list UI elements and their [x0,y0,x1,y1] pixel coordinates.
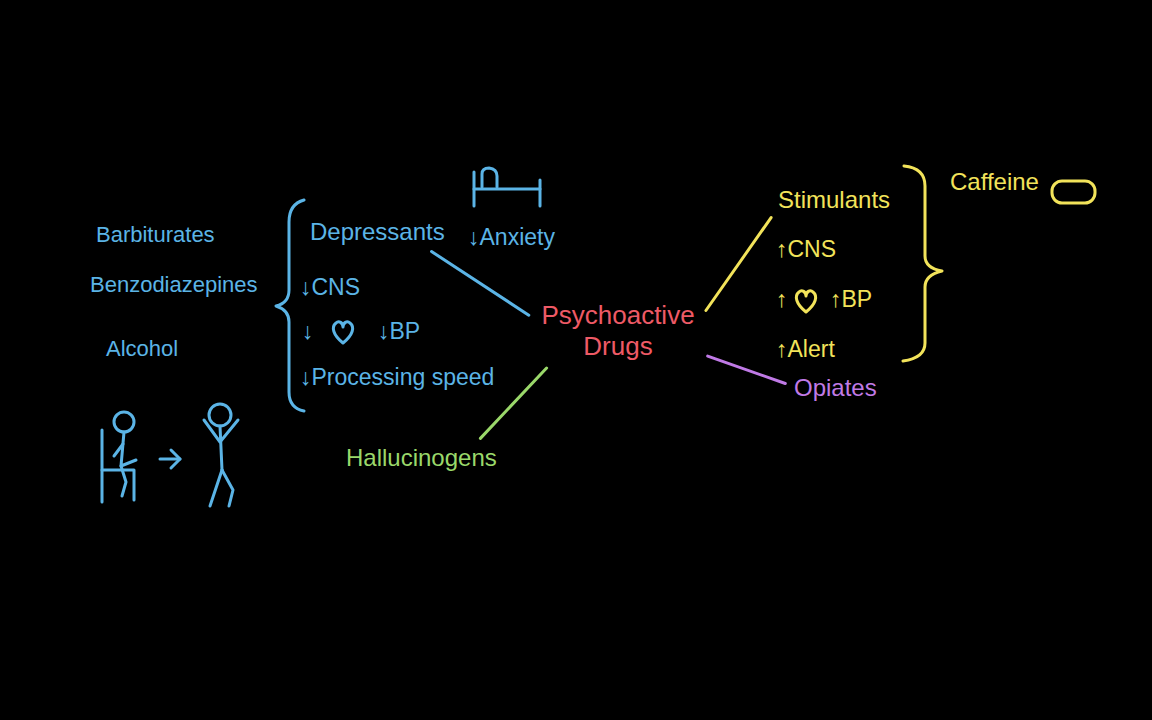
figure-head [114,412,134,432]
node-text: Opiates [794,374,877,403]
figure-leg [121,466,126,496]
bed-frame [474,188,540,191]
category-label: Stimulants [774,184,894,217]
effect-label: ↓Anxiety [468,224,555,252]
curly-bracket [903,166,942,361]
effect-label: ↓Processing speed [300,364,494,392]
bed-pillow [482,168,497,187]
effect-label: ↑CNS [776,236,836,264]
node-text: Depressants [310,218,445,247]
example-label: Benzodiazepines [90,272,258,298]
effect-label: ↑BP [830,286,872,314]
coffee-icon [1052,181,1095,203]
bed-post [539,180,542,206]
heart-symbol [796,291,815,312]
category-label: Hallucinogens [342,442,501,475]
chair-seat [102,470,134,500]
effect-arrow: ↓ [302,318,314,346]
figure-leg [222,470,233,506]
figure-body [121,432,136,466]
sitting-figure [102,412,136,502]
chair-back [101,430,104,502]
figure-leg [210,470,222,506]
connector-line [432,252,529,316]
change-arrow [160,450,180,468]
bed-icon [474,168,540,206]
topic-label: Psychoactive Drugs [533,298,703,364]
figure-body [220,426,222,470]
effect-label: ↓BP [378,318,420,346]
heart-symbol [333,322,352,343]
category-label: Opiates [790,372,881,405]
example-label: Caffeine [950,168,1039,197]
effect-label: ↑Alert [776,336,835,364]
figure-arm [114,444,123,456]
connector-line [708,356,786,383]
node-text: Psychoactive Drugs [537,300,699,362]
effect-arrow: ↑ [776,286,788,314]
node-text: Hallucinogens [346,444,497,473]
node-text: Stimulants [778,186,890,215]
example-label: Barbiturates [96,222,215,248]
figure-head [209,404,231,426]
standing-figure [204,404,238,506]
connector-line [706,218,771,311]
effect-label: ↓CNS [300,274,360,302]
category-label: Depressants [306,216,449,249]
arrow-tip [171,450,180,468]
figure-arms [204,420,238,442]
curly-bracket [276,200,304,411]
example-label: Alcohol [106,336,178,362]
